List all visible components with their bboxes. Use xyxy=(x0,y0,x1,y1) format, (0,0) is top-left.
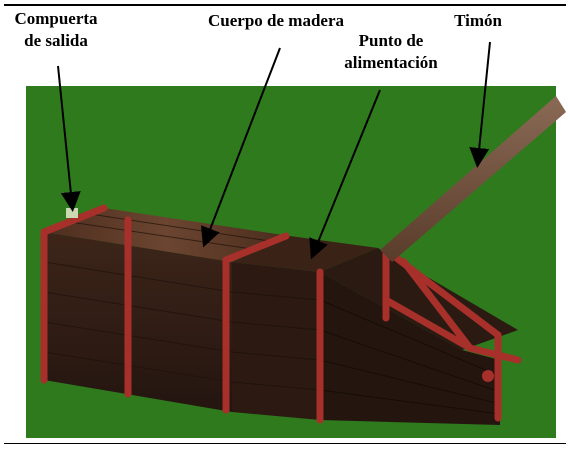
middle-front-side xyxy=(232,262,320,420)
rear-plank-lines xyxy=(319,299,501,415)
feed-opening xyxy=(232,236,378,272)
hinge-bolt xyxy=(482,370,494,382)
arrow-wood-body xyxy=(200,47,281,248)
rear-channel-side xyxy=(320,272,500,425)
tongue-beam xyxy=(380,96,566,262)
exit-gate-latch xyxy=(66,208,78,218)
arrow-feed-point xyxy=(309,89,381,260)
label-feed-point: Punto de alimentación xyxy=(322,30,460,74)
plank-lines xyxy=(43,213,277,383)
box-front-side xyxy=(44,232,232,412)
arrow-exit-gate xyxy=(57,65,81,212)
rear-channel-top xyxy=(320,248,518,350)
middle-plank-lines xyxy=(231,291,321,391)
box-top-surface xyxy=(44,208,290,262)
label-exit-gate-line2: de salida xyxy=(24,31,88,50)
label-wood-body: Cuerpo de madera xyxy=(208,11,344,30)
bottom-rule xyxy=(4,443,566,444)
label-feed-point-line1: Punto de xyxy=(358,31,424,50)
top-rule xyxy=(4,4,566,6)
label-exit-gate-line1: Compuerta xyxy=(14,9,98,28)
red-frame xyxy=(40,204,522,424)
label-exit-gate: Compuerta de salida xyxy=(6,8,106,52)
arrow-tongue xyxy=(469,41,491,168)
label-tongue: Timón xyxy=(454,11,502,30)
label-feed-point-line2: alimentación xyxy=(344,53,438,72)
annotation-arrows xyxy=(57,41,491,260)
